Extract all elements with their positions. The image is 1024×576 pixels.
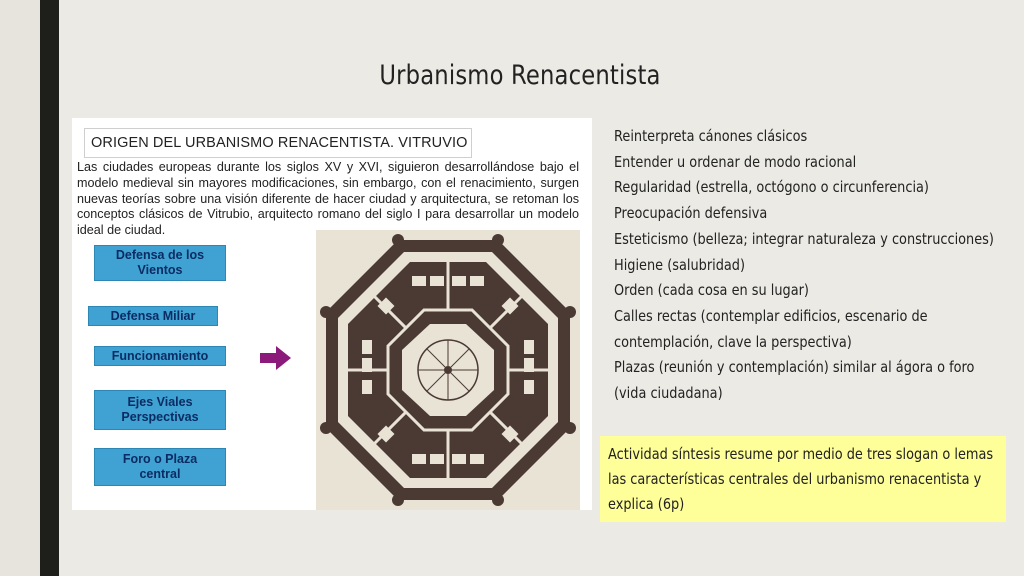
list-item: Plazas (reunión y contemplación) similar… <box>614 358 975 377</box>
box-label: Defensa Miliar <box>110 308 196 323</box>
box-funcionamiento: Funcionamiento <box>94 346 226 366</box>
list-item: contemplación, clave la perspectiva) <box>614 332 852 351</box>
list-item: Regularidad (estrella, octógono o circun… <box>614 178 929 197</box>
arrow-right-icon <box>260 346 291 370</box>
list-item: Reinterpreta cánones clásicos <box>614 127 808 145</box>
vitruvio-figure: ORIGEN DEL URBANISMO RENACENTISTA. VITRU… <box>72 118 592 510</box>
left-dark-stripe <box>40 0 59 576</box>
list-item: Calles rectas (contemplar edificios, esc… <box>614 306 928 325</box>
activity-text: Actividad síntesis resume por medio de t… <box>608 445 994 513</box>
list-item: Esteticismo (belleza; integrar naturalez… <box>614 229 994 248</box>
list-item: Orden (cada cosa en su lugar) <box>614 281 809 300</box>
box-label-line1: Foro o Plaza <box>122 452 198 466</box>
list-item: (vida ciudadana) <box>614 384 723 403</box>
box-label-line1: Defensa de los <box>115 248 205 262</box>
activity-box: Actividad síntesis resume por medio de t… <box>600 436 1006 522</box>
box-defensa-militar: Defensa Miliar <box>88 306 218 326</box>
list-item: Entender u ordenar de modo racional <box>614 152 857 171</box>
octagonal-city-plan <box>316 230 580 510</box>
list-item: Higiene (salubridad) <box>614 255 746 274</box>
box-label: Funcionamiento <box>111 348 209 363</box>
box-label-line2: Vientos <box>137 263 183 277</box>
box-label-line2: Perspectivas <box>121 410 199 424</box>
principles-list: Reinterpreta cánones clásicos Entender u… <box>614 124 994 407</box>
box-label-line1: Ejes Viales <box>127 395 193 409</box>
list-item: Preocupación defensiva <box>614 204 768 223</box>
left-margin-band <box>0 0 40 576</box>
slide-title: Urbanismo Renacentista <box>379 60 661 91</box>
box-label-line2: central <box>139 467 181 481</box>
figure-title: ORIGEN DEL URBANISMO RENACENTISTA. VITRU… <box>84 128 472 158</box>
figure-paragraph: Las ciudades europeas durante los siglos… <box>77 160 579 238</box>
